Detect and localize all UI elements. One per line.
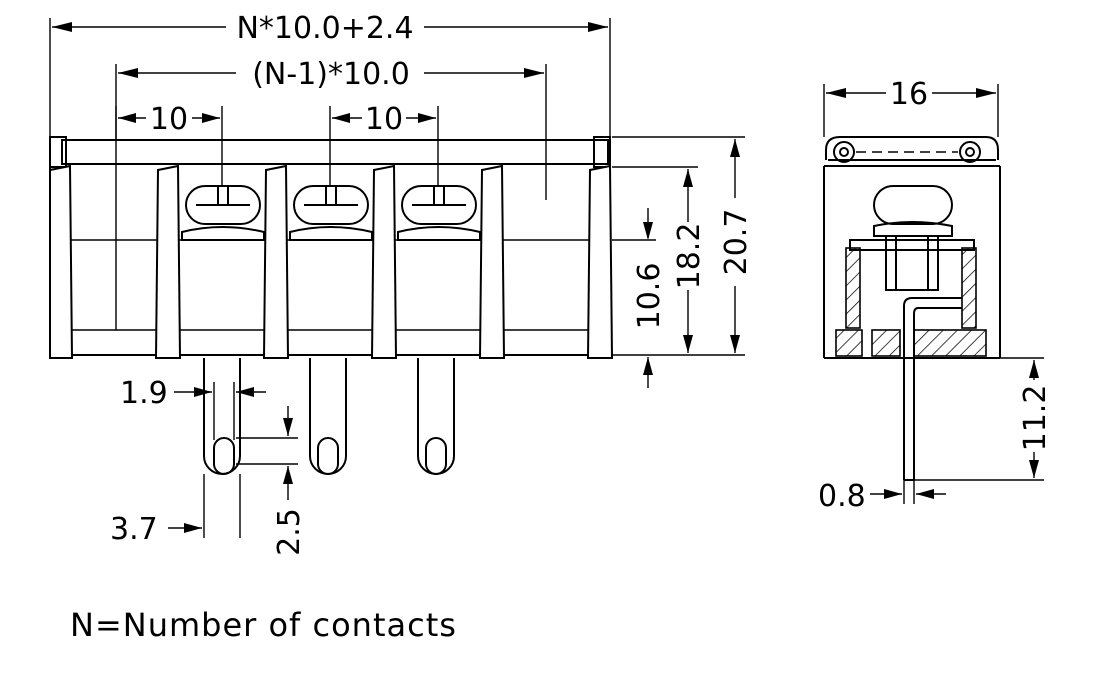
- hole-dia-label: 2.5: [272, 508, 307, 556]
- top-rail: [61, 139, 609, 165]
- pin-length-label: 11.2: [1018, 385, 1053, 452]
- side-view: [823, 136, 1001, 481]
- screw-2: [289, 185, 373, 241]
- pin-thickness-label: 0.8: [818, 479, 866, 514]
- screw-1: [181, 185, 265, 241]
- side-width-label: 16: [890, 77, 928, 112]
- pitch-right-label: 10: [365, 102, 403, 137]
- note-text: N=Number of contacts: [70, 606, 457, 644]
- dim-pitch-left: 10: [118, 102, 220, 137]
- dim-pin-width: 1.9: [120, 376, 266, 440]
- barriers: [49, 164, 614, 359]
- dim-side-width: 16: [823, 77, 999, 137]
- pin-outer-label: 3.7: [110, 512, 158, 547]
- dim-hole: 2.5: [236, 406, 307, 556]
- pin-width-label: 1.9: [120, 376, 168, 411]
- dim-pitch-span: (N-1)*10.0: [118, 57, 544, 92]
- overall-length-label: N*10.0+2.4: [236, 11, 413, 46]
- front-view: [49, 18, 614, 475]
- dim-pitch-right: 10: [332, 102, 436, 137]
- dim-pin-length: 11.2: [914, 357, 1053, 481]
- screws: [181, 185, 481, 241]
- dim-overall-length: N*10.0+2.4: [52, 11, 608, 46]
- dim-pin-thickness: 0.8: [818, 479, 946, 514]
- dim-pin-outer: 3.7: [110, 474, 241, 547]
- pins: [203, 358, 455, 475]
- dim-heights: 10.6 18.2 20.7: [612, 136, 754, 388]
- pitch-left-label: 10: [150, 102, 188, 137]
- pitch-span-label: (N-1)*10.0: [252, 57, 410, 92]
- height-screw-label: 10.6: [632, 263, 667, 330]
- height-body-label: 18.2: [672, 223, 707, 290]
- rail-end-left: [49, 136, 67, 168]
- height-total-label: 20.7: [719, 209, 754, 276]
- screw-3: [397, 185, 481, 241]
